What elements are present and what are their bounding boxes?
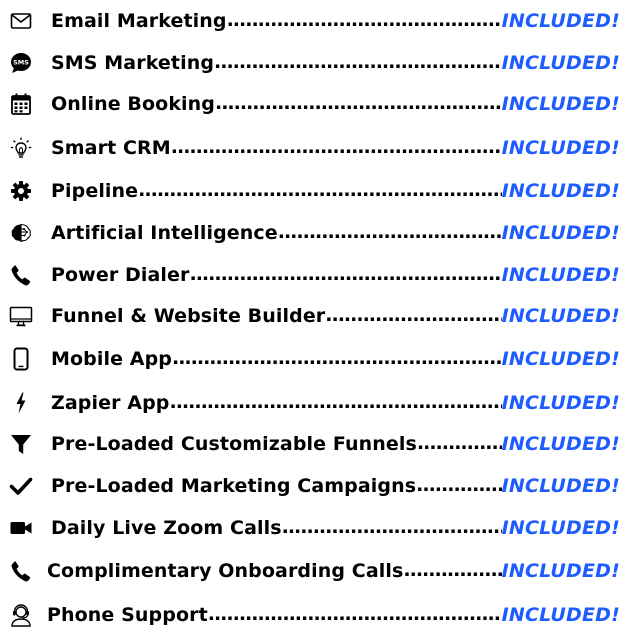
phone-icon: [7, 261, 35, 289]
feature-row-pre-loaded-marketing-campaigns: Pre-Loaded Marketing Campaigns .........…: [0, 471, 630, 501]
dot-leader: ........................................…: [226, 9, 502, 31]
feature-label: Power Dialer: [51, 264, 190, 286]
included-status: INCLUDED!: [501, 475, 620, 497]
included-status: INCLUDED!: [501, 392, 620, 414]
svg-text:SMS: SMS: [13, 59, 29, 67]
dot-leader: ........................................…: [403, 559, 501, 581]
included-status: INCLUDED!: [501, 560, 620, 582]
feature-row-email-marketing: Email Marketing ........................…: [0, 6, 630, 36]
feature-label: Pre-Loaded Marketing Campaigns: [51, 475, 417, 497]
feature-label: Phone Support: [47, 604, 208, 626]
dot-leader: ........................................…: [172, 347, 502, 369]
dot-leader: ........................................…: [138, 179, 501, 201]
dot-leader: ........................................…: [325, 304, 501, 326]
phone-icon: [7, 557, 35, 585]
dot-leader: ........................................…: [281, 516, 502, 538]
feature-row-daily-live-zoom-calls: Daily Live Zoom Calls ..................…: [0, 513, 630, 543]
feature-row-zapier-app: Zapier App .............................…: [0, 388, 630, 418]
included-status: INCLUDED!: [501, 10, 620, 32]
sms-bubble-icon: SMS: [7, 49, 35, 77]
dot-leader: ........................................…: [170, 136, 502, 158]
brain-icon: [7, 219, 35, 247]
feature-label: SMS Marketing: [51, 52, 215, 74]
gear-icon: [7, 177, 35, 205]
included-status: INCLUDED!: [501, 433, 620, 455]
feature-label: Mobile App: [51, 348, 172, 370]
feature-row-funnel-website-builder: Funnel & Website Builder ...............…: [0, 301, 630, 331]
dot-leader: ........................................…: [189, 263, 501, 285]
included-status: INCLUDED!: [501, 137, 620, 159]
feature-row-mobile-app: Mobile App .............................…: [0, 344, 630, 374]
feature-row-pipeline: Pipeline ...............................…: [0, 176, 630, 206]
feature-label: Zapier App: [51, 392, 170, 414]
feature-row-complimentary-onboarding-calls: Complimentary Onboarding Calls .........…: [0, 556, 630, 586]
feature-label: Pre-Loaded Customizable Funnels: [51, 433, 417, 455]
checkmark-icon: [7, 472, 35, 500]
lightning-icon: [7, 389, 35, 417]
headset-agent-icon: [7, 601, 35, 629]
included-status: INCLUDED!: [501, 604, 620, 626]
feature-label: Smart CRM: [51, 137, 171, 159]
feature-row-power-dialer: Power Dialer ...........................…: [0, 260, 630, 290]
included-status: INCLUDED!: [501, 305, 620, 327]
feature-row-sms-marketing: SMS SMS Marketing ......................…: [0, 48, 630, 78]
monitor-icon: [7, 302, 35, 330]
video-camera-icon: [7, 514, 35, 542]
feature-label: Funnel & Website Builder: [51, 305, 326, 327]
included-status: INCLUDED!: [501, 348, 620, 370]
filter-funnel-icon: [7, 430, 35, 458]
dot-leader: ........................................…: [207, 603, 502, 625]
envelope-icon: [7, 7, 35, 35]
included-status: INCLUDED!: [501, 264, 620, 286]
included-status: INCLUDED!: [501, 222, 620, 244]
feature-label: Complimentary Onboarding Calls: [47, 560, 404, 582]
feature-row-artificial-intelligence: Artificial Intelligence ................…: [0, 218, 630, 248]
included-status: INCLUDED!: [501, 180, 620, 202]
lightbulb-icon: [7, 134, 35, 162]
feature-label: Pipeline: [51, 180, 139, 202]
feature-row-phone-support: Phone Support ..........................…: [0, 600, 630, 630]
dot-leader: ........................................…: [169, 391, 502, 413]
smartphone-icon: [7, 345, 35, 373]
dot-leader: ........................................…: [214, 51, 502, 73]
included-status: INCLUDED!: [501, 52, 620, 74]
feature-label: Online Booking: [51, 93, 215, 115]
feature-label: Email Marketing: [51, 10, 227, 32]
feature-row-smart-crm: Smart CRM ..............................…: [0, 133, 630, 163]
dot-leader: ........................................…: [416, 432, 502, 454]
dot-leader: ........................................…: [416, 474, 501, 496]
dot-leader: ........................................…: [277, 221, 502, 243]
feature-label: Artificial Intelligence: [51, 222, 278, 244]
feature-row-online-booking: Online Booking .........................…: [0, 89, 630, 119]
included-status: INCLUDED!: [501, 93, 620, 115]
dot-leader: ........................................…: [215, 92, 502, 114]
feature-row-pre-loaded-customizable-funnels: Pre-Loaded Customizable Funnels ........…: [0, 429, 630, 459]
feature-label: Daily Live Zoom Calls: [51, 517, 282, 539]
calendar-icon: [7, 90, 35, 118]
included-status: INCLUDED!: [501, 517, 620, 539]
